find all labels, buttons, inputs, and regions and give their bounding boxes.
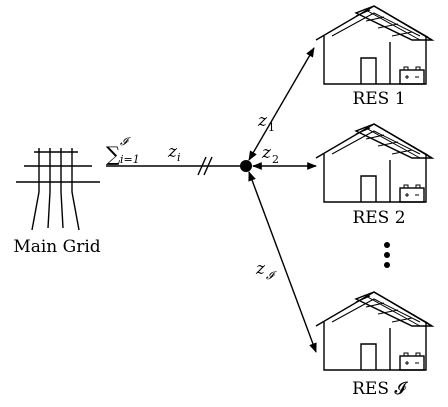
link-res-1 — [248, 47, 315, 161]
sum-term-subscript: i — [177, 151, 181, 164]
res-2-label: RES 2 — [352, 208, 405, 228]
svg-text:1: 1 — [268, 121, 275, 134]
hub-node — [240, 160, 252, 172]
sum-symbol: ∑ — [106, 142, 121, 166]
house-res-2-icon — [315, 123, 433, 203]
svg-text:z: z — [257, 111, 268, 131]
svg-text:z: z — [255, 259, 266, 279]
svg-text:2: 2 — [272, 153, 279, 166]
res-1-label: RES 1 — [352, 89, 405, 109]
link-label-i: z 𝓘 — [255, 259, 277, 282]
link-label-2: z 2 — [261, 143, 279, 166]
ellipsis-dots — [384, 242, 390, 268]
sum-term: z — [167, 142, 178, 162]
sum-lower-limit: i=1 — [120, 153, 140, 166]
transmission-tower-icon — [16, 148, 100, 231]
trunk-sum-label: ∑ 𝓘 i=1 z i — [106, 135, 181, 166]
break-mark-icon — [197, 156, 213, 176]
house-res-1-icon — [315, 5, 433, 85]
svg-text:z: z — [261, 143, 272, 163]
main-grid-label: Main Grid — [13, 237, 100, 257]
link-res-i — [248, 171, 317, 353]
house-res-i-icon — [315, 291, 433, 371]
svg-text:𝓘: 𝓘 — [266, 269, 277, 282]
link-label-1: z 1 — [257, 111, 275, 134]
sum-upper-limit: 𝓘 — [120, 135, 131, 148]
res-i-label: RES 𝓘 — [352, 379, 408, 399]
